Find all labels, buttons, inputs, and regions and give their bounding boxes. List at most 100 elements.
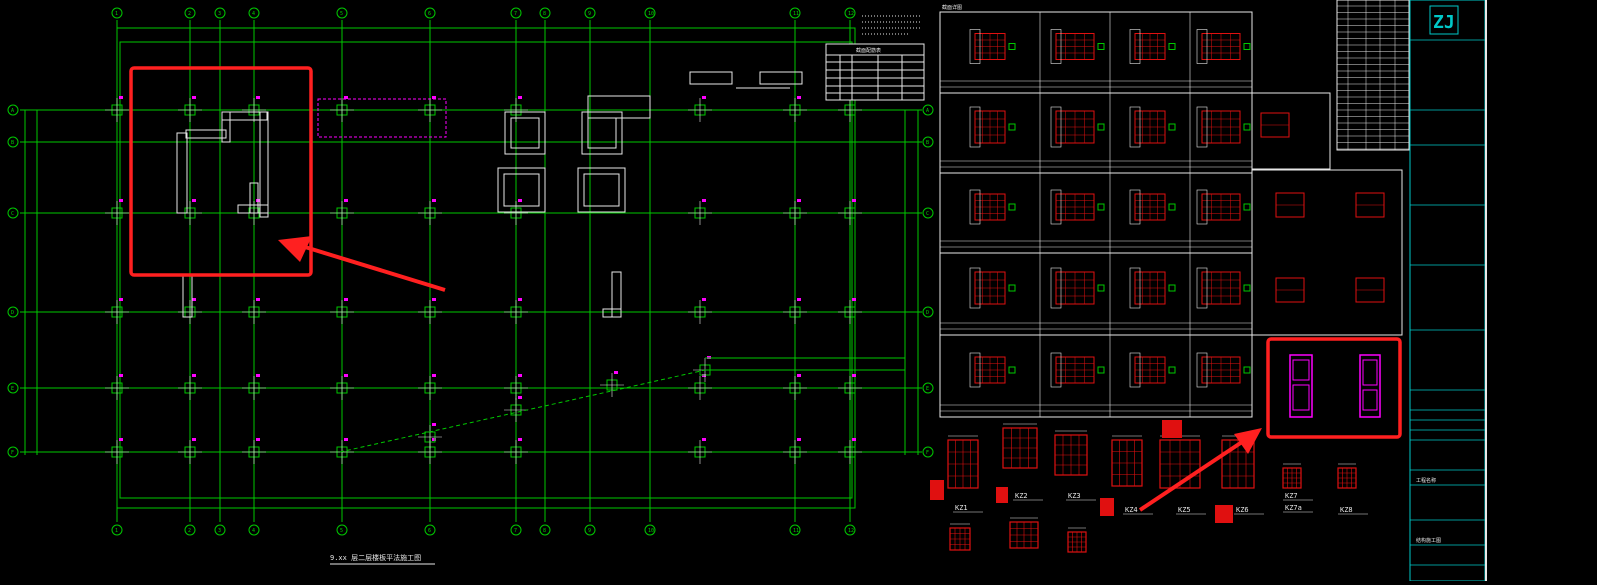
plan-title: 9.xx 层二层楼板平法施工图 bbox=[330, 553, 421, 562]
highlight-box-right bbox=[1266, 337, 1402, 439]
grid-bubble-label: D bbox=[11, 310, 14, 316]
section-outline bbox=[1050, 189, 1062, 225]
plan-frame-inner bbox=[119, 41, 853, 499]
section-outline bbox=[1050, 352, 1062, 388]
column-tag bbox=[614, 371, 618, 374]
section-tag bbox=[1168, 366, 1176, 374]
section-outline bbox=[1129, 106, 1141, 148]
column-tag bbox=[432, 374, 436, 377]
column-label: KZ5 bbox=[1178, 506, 1191, 514]
column-tag bbox=[852, 438, 856, 441]
column-label: KZ6 bbox=[1236, 506, 1249, 514]
column-tag bbox=[192, 199, 196, 202]
grid-bubble-label: 5 bbox=[340, 11, 343, 17]
title-block: ZJ 工程名称 结构施工图 bbox=[1336, 0, 1487, 582]
section-tag bbox=[1097, 366, 1105, 374]
column-tag bbox=[518, 298, 522, 301]
grid-bubble-label: B bbox=[11, 140, 14, 146]
grid-bubble-label: 4 bbox=[252, 11, 255, 17]
grid-bubble-label: 1 bbox=[115, 11, 118, 17]
section-tag bbox=[1168, 203, 1176, 211]
column-tag bbox=[852, 298, 856, 301]
plan-frame-outer bbox=[116, 27, 856, 509]
grid-bubble-label: 12 bbox=[848, 528, 854, 534]
section-outline bbox=[1196, 267, 1208, 309]
grid-bubble bbox=[7, 446, 19, 458]
grid-bubble bbox=[184, 7, 196, 19]
grid-bubble-label: A bbox=[926, 108, 929, 114]
grid-bubble-label: 3 bbox=[218, 11, 221, 17]
section-outline bbox=[1129, 29, 1141, 64]
column-tag bbox=[702, 438, 706, 441]
column-section-small bbox=[930, 480, 944, 500]
grid-bubble bbox=[922, 207, 934, 219]
column-tag bbox=[797, 199, 801, 202]
section-tag bbox=[1168, 43, 1176, 50]
grid-bubble-label: 5 bbox=[340, 528, 343, 534]
grid-bubble-label: F bbox=[926, 450, 929, 456]
grid-bubble bbox=[424, 524, 436, 536]
section-tag bbox=[1097, 203, 1105, 211]
grid-bubble-label: 1 bbox=[115, 528, 118, 534]
grid-bubble-label: 3 bbox=[218, 528, 221, 534]
magenta-dashed-region bbox=[317, 98, 447, 138]
grid-bubble bbox=[789, 524, 801, 536]
grid-bubble bbox=[510, 7, 522, 19]
section-outline bbox=[1129, 189, 1141, 225]
section-tag bbox=[1008, 366, 1016, 374]
section-outline bbox=[1050, 106, 1062, 148]
grid-bubble bbox=[644, 7, 656, 19]
grid-bubble bbox=[844, 524, 856, 536]
grid-bubble bbox=[336, 524, 348, 536]
section-tag bbox=[1243, 284, 1251, 292]
column-tag bbox=[518, 438, 522, 441]
grid-bubble bbox=[248, 7, 260, 19]
grid-bubble bbox=[789, 7, 801, 19]
grid-bubble-label: 8 bbox=[543, 11, 546, 17]
section-tag bbox=[1097, 123, 1105, 131]
grid-bubble bbox=[7, 207, 19, 219]
grid-bubble-label: 6 bbox=[428, 528, 431, 534]
grid-bubble-label: C bbox=[926, 211, 929, 217]
grid-bubble bbox=[922, 382, 934, 394]
section-tag bbox=[1243, 203, 1251, 211]
column-label: KZ2 bbox=[1015, 492, 1028, 500]
column-tag bbox=[344, 199, 348, 202]
column-tag bbox=[702, 298, 706, 301]
grid-bubble bbox=[111, 524, 123, 536]
column-tag bbox=[797, 96, 801, 99]
grid-bubble-label: 8 bbox=[543, 528, 546, 534]
section-outline bbox=[1196, 106, 1208, 148]
column-tag bbox=[119, 438, 123, 441]
grid-bubble-label: 11 bbox=[793, 528, 799, 534]
section-outline bbox=[969, 106, 981, 148]
legend-title: 截面配筋表 bbox=[856, 47, 881, 54]
section-outline bbox=[1050, 29, 1062, 64]
grid-bubble-label: 7 bbox=[514, 528, 517, 534]
grid-bubble-label: 7 bbox=[514, 11, 517, 17]
column-label: KZ8 bbox=[1340, 506, 1353, 514]
column-tag bbox=[518, 96, 522, 99]
section-tag bbox=[1168, 123, 1176, 131]
grid-bubble-label: C bbox=[11, 211, 14, 217]
column-tag bbox=[518, 396, 522, 399]
section-outline bbox=[1050, 267, 1062, 309]
grid-bubble bbox=[584, 524, 596, 536]
arrow-left bbox=[278, 236, 446, 292]
grid-bubble bbox=[184, 524, 196, 536]
section-outline bbox=[1196, 189, 1208, 225]
grid-bubble bbox=[336, 7, 348, 19]
column-tag bbox=[256, 96, 260, 99]
column-tag bbox=[192, 298, 196, 301]
section-outline bbox=[1196, 352, 1208, 388]
wall-section-a bbox=[176, 111, 269, 218]
column-tag bbox=[702, 96, 706, 99]
grid-bubble bbox=[248, 524, 260, 536]
section-tag bbox=[1097, 284, 1105, 292]
core-walls bbox=[497, 95, 651, 213]
section-tag bbox=[1243, 43, 1251, 50]
